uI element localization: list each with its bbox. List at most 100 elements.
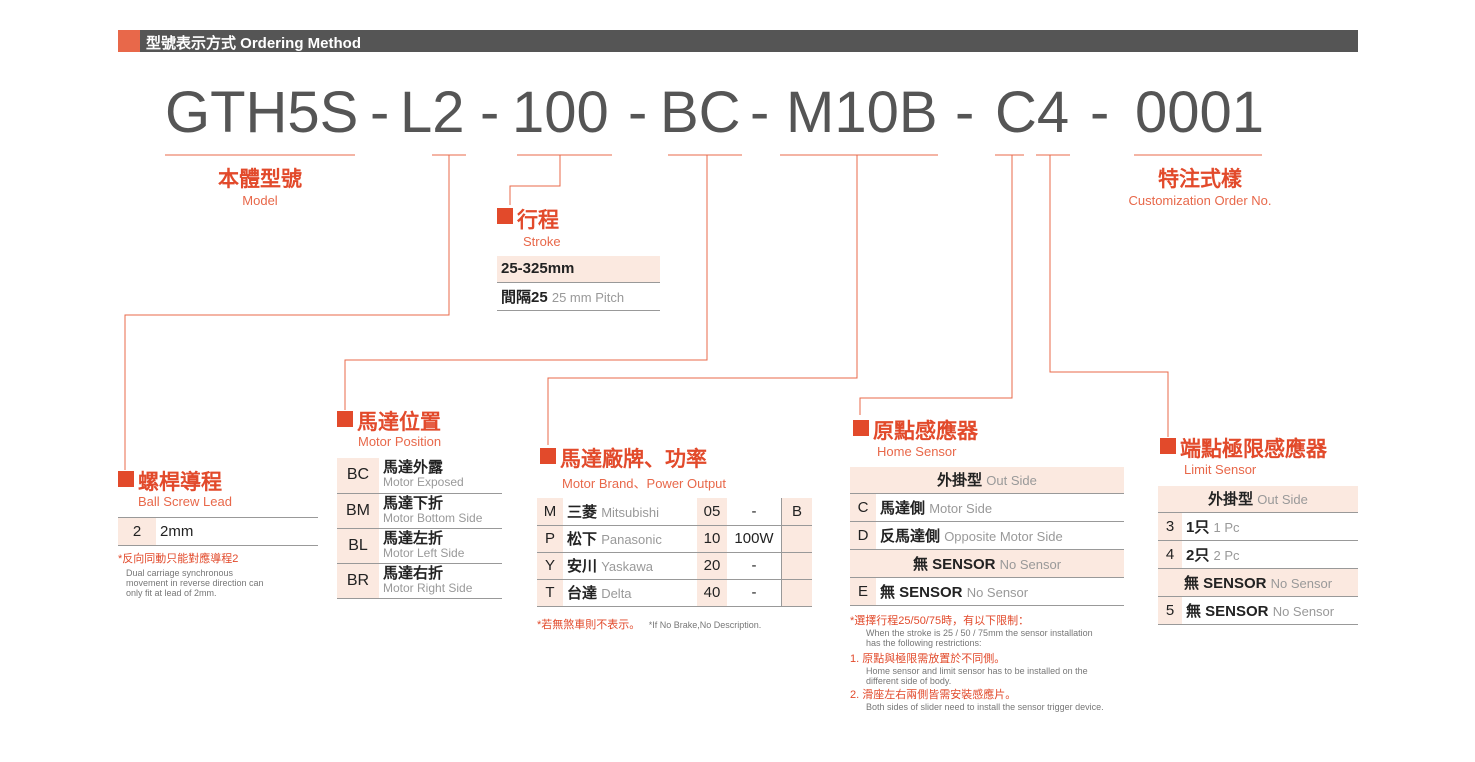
home-group1-zh: 外掛型: [937, 472, 983, 490]
home-note-line: Both sides of slider need to install the…: [866, 702, 1104, 712]
stroke-table: 25-325mm 間隔25 25 mm Pitch: [497, 256, 660, 311]
home-row-zh: 無 SENSOR: [880, 583, 963, 601]
limit-zh: 端點極限感應器: [1180, 438, 1327, 461]
code-sep: -: [370, 80, 390, 145]
home-row-en: Motor Side: [929, 500, 993, 516]
brand-zh-text: 三菱: [567, 503, 598, 521]
home-row-en: No Sensor: [966, 584, 1029, 600]
home-row-zh: 反馬達側: [880, 527, 941, 545]
code-lead: L2: [400, 80, 465, 145]
brand-en: Motor Brand、Power Output: [562, 476, 727, 491]
lead-title: 螺桿導程: [138, 466, 222, 496]
code-sep: -: [750, 80, 770, 145]
motor-pos-en-text: Motor Exposed: [383, 475, 464, 490]
lead-value: 2mm: [160, 523, 194, 540]
header-title: 型號表示方式 Ordering Method: [146, 35, 361, 52]
ordering-code: GTH5S - L2 - 100 - BC - M10B - C4 - 0001: [150, 78, 1280, 148]
limit-title: 端點極限感應器: [1180, 433, 1327, 463]
code-sep: -: [955, 80, 975, 145]
custom-label: 特注式樣 Customization Order No.: [1100, 163, 1300, 208]
brake-code: [781, 552, 812, 579]
model-en: Model: [242, 193, 278, 208]
brake-code: [781, 579, 812, 606]
home-notes: *選擇行程25/50/75時，有以下限制： When the stroke is…: [850, 612, 1104, 712]
brand-note: *若無煞車則不表示。 *If No Brake,No Description.: [537, 615, 761, 633]
brand-code: T: [537, 579, 563, 606]
home-group2-en: No Sensor: [999, 556, 1062, 572]
lead-note-en: Dual carriage synchronous movement in re…: [126, 568, 264, 598]
lead-note-line: movement in reverse direction can: [126, 578, 264, 588]
limit-en: Limit Sensor: [1184, 462, 1257, 477]
motor-pos-zh-text: 馬達外露: [383, 459, 444, 477]
brand-zh: 馬達廠牌、功率: [560, 448, 707, 471]
brand-en-text: Panasonic: [601, 532, 662, 547]
motor-pos-zh: 馬達位置: [357, 411, 441, 434]
limit-row-zh: 無 SENSOR: [1186, 602, 1269, 620]
power-code: 05: [697, 498, 727, 525]
home-note-line: Home sensor and limit sensor has to be i…: [866, 666, 1088, 676]
custom-en: Customization Order No.: [1128, 193, 1272, 208]
home-note-line: When the stroke is 25 / 50 / 75mm the se…: [866, 628, 1093, 638]
limit-group2-zh: 無 SENSOR: [1183, 574, 1267, 592]
stroke-zh: 行程: [517, 209, 559, 232]
code-model: GTH5S: [165, 80, 359, 145]
power-value: 100W: [734, 530, 774, 547]
limit-code: 3: [1158, 512, 1182, 540]
home-note-line: has the following restrictions:: [866, 638, 982, 648]
limit-row-en: No Sensor: [1272, 603, 1335, 619]
model-zh: 本體型號: [218, 168, 302, 191]
power-value: -: [751, 557, 757, 574]
lead-note-line: only fit at lead of 2mm.: [126, 588, 217, 598]
motor-pos-code: BL: [337, 528, 379, 563]
stroke-pitch-en: 25 mm Pitch: [551, 289, 625, 305]
power-value: -: [751, 584, 757, 601]
limit-group2-en: No Sensor: [1270, 575, 1333, 591]
power-code: 40: [697, 579, 727, 606]
home-row-en: Opposite Motor Side: [944, 528, 1063, 544]
code-motor-pos: BC: [660, 80, 741, 145]
code-sep: -: [1090, 80, 1110, 145]
limit-row-zh: 1只: [1186, 518, 1210, 536]
home-zh: 原點感應器: [873, 420, 978, 443]
stroke-range: 25-325mm: [501, 260, 575, 278]
limit-group1-zh: 外掛型: [1208, 491, 1254, 509]
brand-title: 馬達廠牌、功率: [560, 443, 707, 473]
header-square-icon: [118, 30, 140, 52]
code-sep: -: [628, 80, 648, 145]
stroke-en: Stroke: [523, 234, 561, 249]
home-title: 原點感應器: [873, 415, 978, 445]
limit-row-en: 1 Pc: [1213, 519, 1240, 535]
brand-zh-text: 松下: [567, 531, 598, 548]
motor-pos-en-text: Motor Bottom Side: [383, 510, 483, 525]
code-custom: 0001: [1135, 80, 1265, 145]
home-en: Home Sensor: [877, 444, 957, 459]
motor-pos-zh-text: 馬達左折: [383, 529, 444, 547]
home-row-zh: 馬達側: [880, 499, 926, 517]
lead-note: *反向同動只能對應導程2: [118, 553, 239, 565]
brake-code: [781, 525, 812, 552]
power-value: -: [751, 502, 757, 520]
brand-note-zh: *若無煞車則不表示。: [537, 619, 641, 631]
lead-zh: 螺桿導程: [138, 471, 222, 494]
model-label: 本體型號 Model: [165, 163, 355, 208]
brand-en-text: Yaskawa: [601, 559, 653, 574]
brand-code: P: [537, 525, 563, 552]
home-note-title: *選擇行程25/50/75時，有以下限制：: [850, 615, 1030, 627]
home-rule-1: 1. 原點與極限需放置於不同側。: [850, 653, 1006, 665]
motor-pos-en-text: Motor Right Side: [383, 580, 473, 595]
motor-pos-en-text: Motor Left Side: [383, 545, 465, 560]
home-note-line: different side of body.: [866, 676, 952, 686]
code-brand: M10B: [786, 80, 938, 145]
motor-pos-title: 馬達位置: [357, 406, 441, 436]
brake-code: B: [781, 498, 812, 525]
motor-pos-code: BM: [337, 493, 379, 528]
brand-code: M: [537, 498, 563, 525]
lead-note-line: Dual carriage synchronous: [126, 568, 234, 578]
